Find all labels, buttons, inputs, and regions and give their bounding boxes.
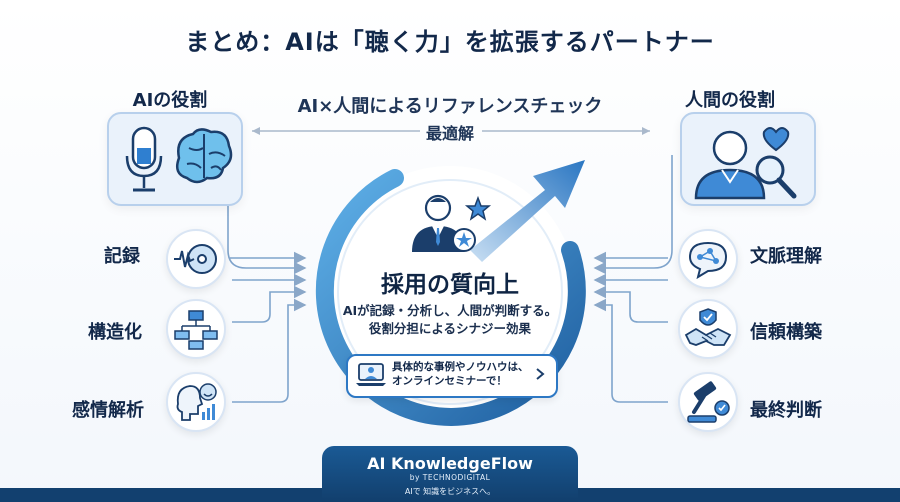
- main-title: 採用の質向上: [381, 272, 519, 298]
- chevron-right-icon: [536, 368, 545, 380]
- footer-brand: AI KnowledgeFlow: [367, 454, 533, 473]
- main-description: AIが記録・分析し、人間が判断する。 役割分担によるシナジー効果: [305, 302, 595, 338]
- right-item-label-3: 最終判断: [750, 400, 822, 421]
- center-heading: AI×人間によるリファレンスチェック: [297, 96, 603, 117]
- handshake-icon: [678, 299, 738, 359]
- left-item-label-1: 記録: [104, 246, 140, 267]
- emotion-analysis-icon: [166, 372, 226, 432]
- page-title: まとめ：AIは「聴く力」を拡張するパートナー: [185, 28, 715, 56]
- footer-tagline: AIで 知識をビジネスへ。: [404, 487, 496, 496]
- businessman-star-icon: [412, 194, 492, 252]
- microphone-brain-icon: [125, 126, 233, 192]
- context-bubble-icon: [678, 229, 738, 289]
- right-item-label-2: 信頼構築: [750, 322, 822, 343]
- hierarchy-chart-icon: [166, 299, 226, 359]
- cta-text: 具体的な事例やノウハウは、 オンラインセミナーで！: [392, 360, 530, 388]
- left-item-label-3: 感情解析: [72, 400, 144, 421]
- right-item-label-1: 文脈理解: [750, 246, 822, 267]
- human-role-card: [680, 112, 816, 206]
- footer-brand-box: [322, 446, 578, 502]
- cta-text-line-1: 具体的な事例やノウハウは、: [392, 361, 529, 373]
- right-title: 人間の役割: [685, 90, 775, 111]
- disc-waveform-icon: [166, 229, 226, 289]
- left-title: AIの役割: [132, 90, 208, 111]
- cta-text-line-2: オンラインセミナーで！: [392, 375, 507, 387]
- ai-role-card: [107, 112, 243, 206]
- gavel-icon: [678, 372, 738, 432]
- left-item-label-2: 構造化: [88, 322, 142, 343]
- main-description-line-2: 役割分担によるシナジー効果: [368, 321, 532, 336]
- main-description-line-1: AIが記録・分析し、人間が判断する。: [342, 303, 558, 318]
- laptop-person-icon: [356, 363, 386, 386]
- footer-by: by TECHNODIGITAL: [409, 473, 491, 482]
- person-heart-magnifier-icon: [694, 127, 797, 200]
- center-subheading: 最適解: [425, 124, 474, 143]
